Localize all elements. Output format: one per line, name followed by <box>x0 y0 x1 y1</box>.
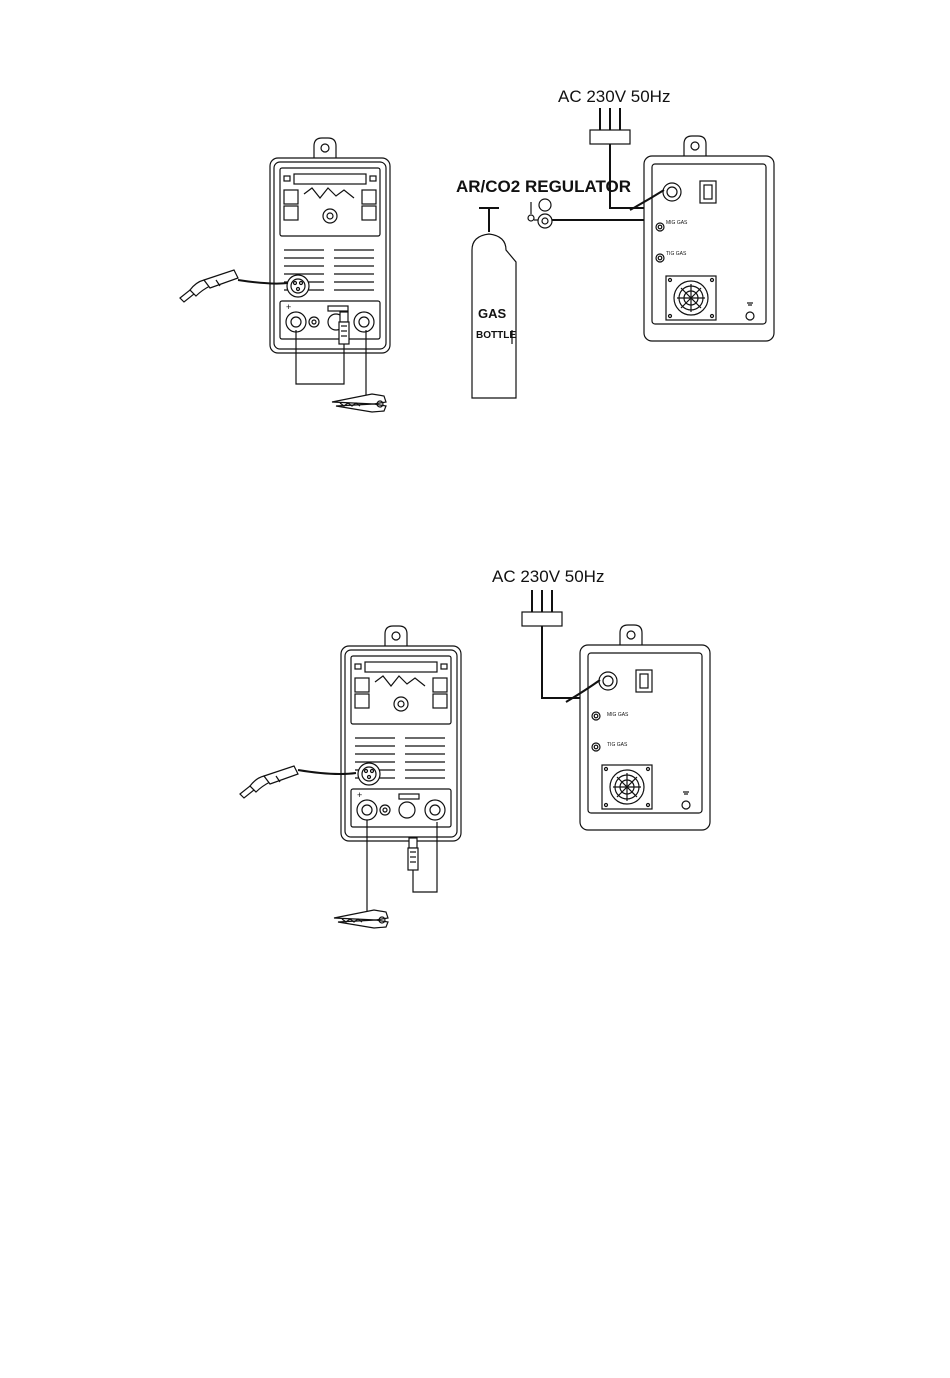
regulator-label: AR/CO2 REGULATOR <box>456 177 631 196</box>
diagram-bottom: AC 230V 50Hz MIG GAS TIG GAS <box>240 567 710 928</box>
power-label-top: AC 230V 50Hz <box>558 87 670 106</box>
front-panel-top <box>270 138 390 353</box>
regulator <box>528 199 552 228</box>
bottle-label: BOTTLE <box>476 330 516 341</box>
gas-label: GAS <box>478 306 507 321</box>
diagram-top: AC 230V 50Hz GAS BOTTLE <box>180 87 774 412</box>
earth-clamp-top <box>332 394 386 412</box>
mig-gas-label-bottom: MIG GAS <box>607 712 629 718</box>
tig-gas-label-top: TIG GAS <box>666 251 687 257</box>
mig-gas-label-top: MIG GAS <box>666 220 688 226</box>
mig-torch-bottom <box>240 766 298 798</box>
gas-bottle: GAS BOTTLE <box>472 208 516 398</box>
power-label-bottom: AC 230V 50Hz <box>492 567 604 586</box>
power-plug-bottom <box>522 590 562 626</box>
power-plug-top <box>590 108 630 144</box>
tig-gas-label-bottom: TIG GAS <box>607 742 628 748</box>
rear-panel-top: MIG GAS TIG GAS <box>644 136 774 341</box>
mig-torch-top <box>180 270 238 302</box>
front-panel-bottom <box>341 626 461 841</box>
earth-clamp-bottom <box>334 910 388 928</box>
rear-panel-bottom: MIG GAS TIG GAS <box>580 625 710 830</box>
